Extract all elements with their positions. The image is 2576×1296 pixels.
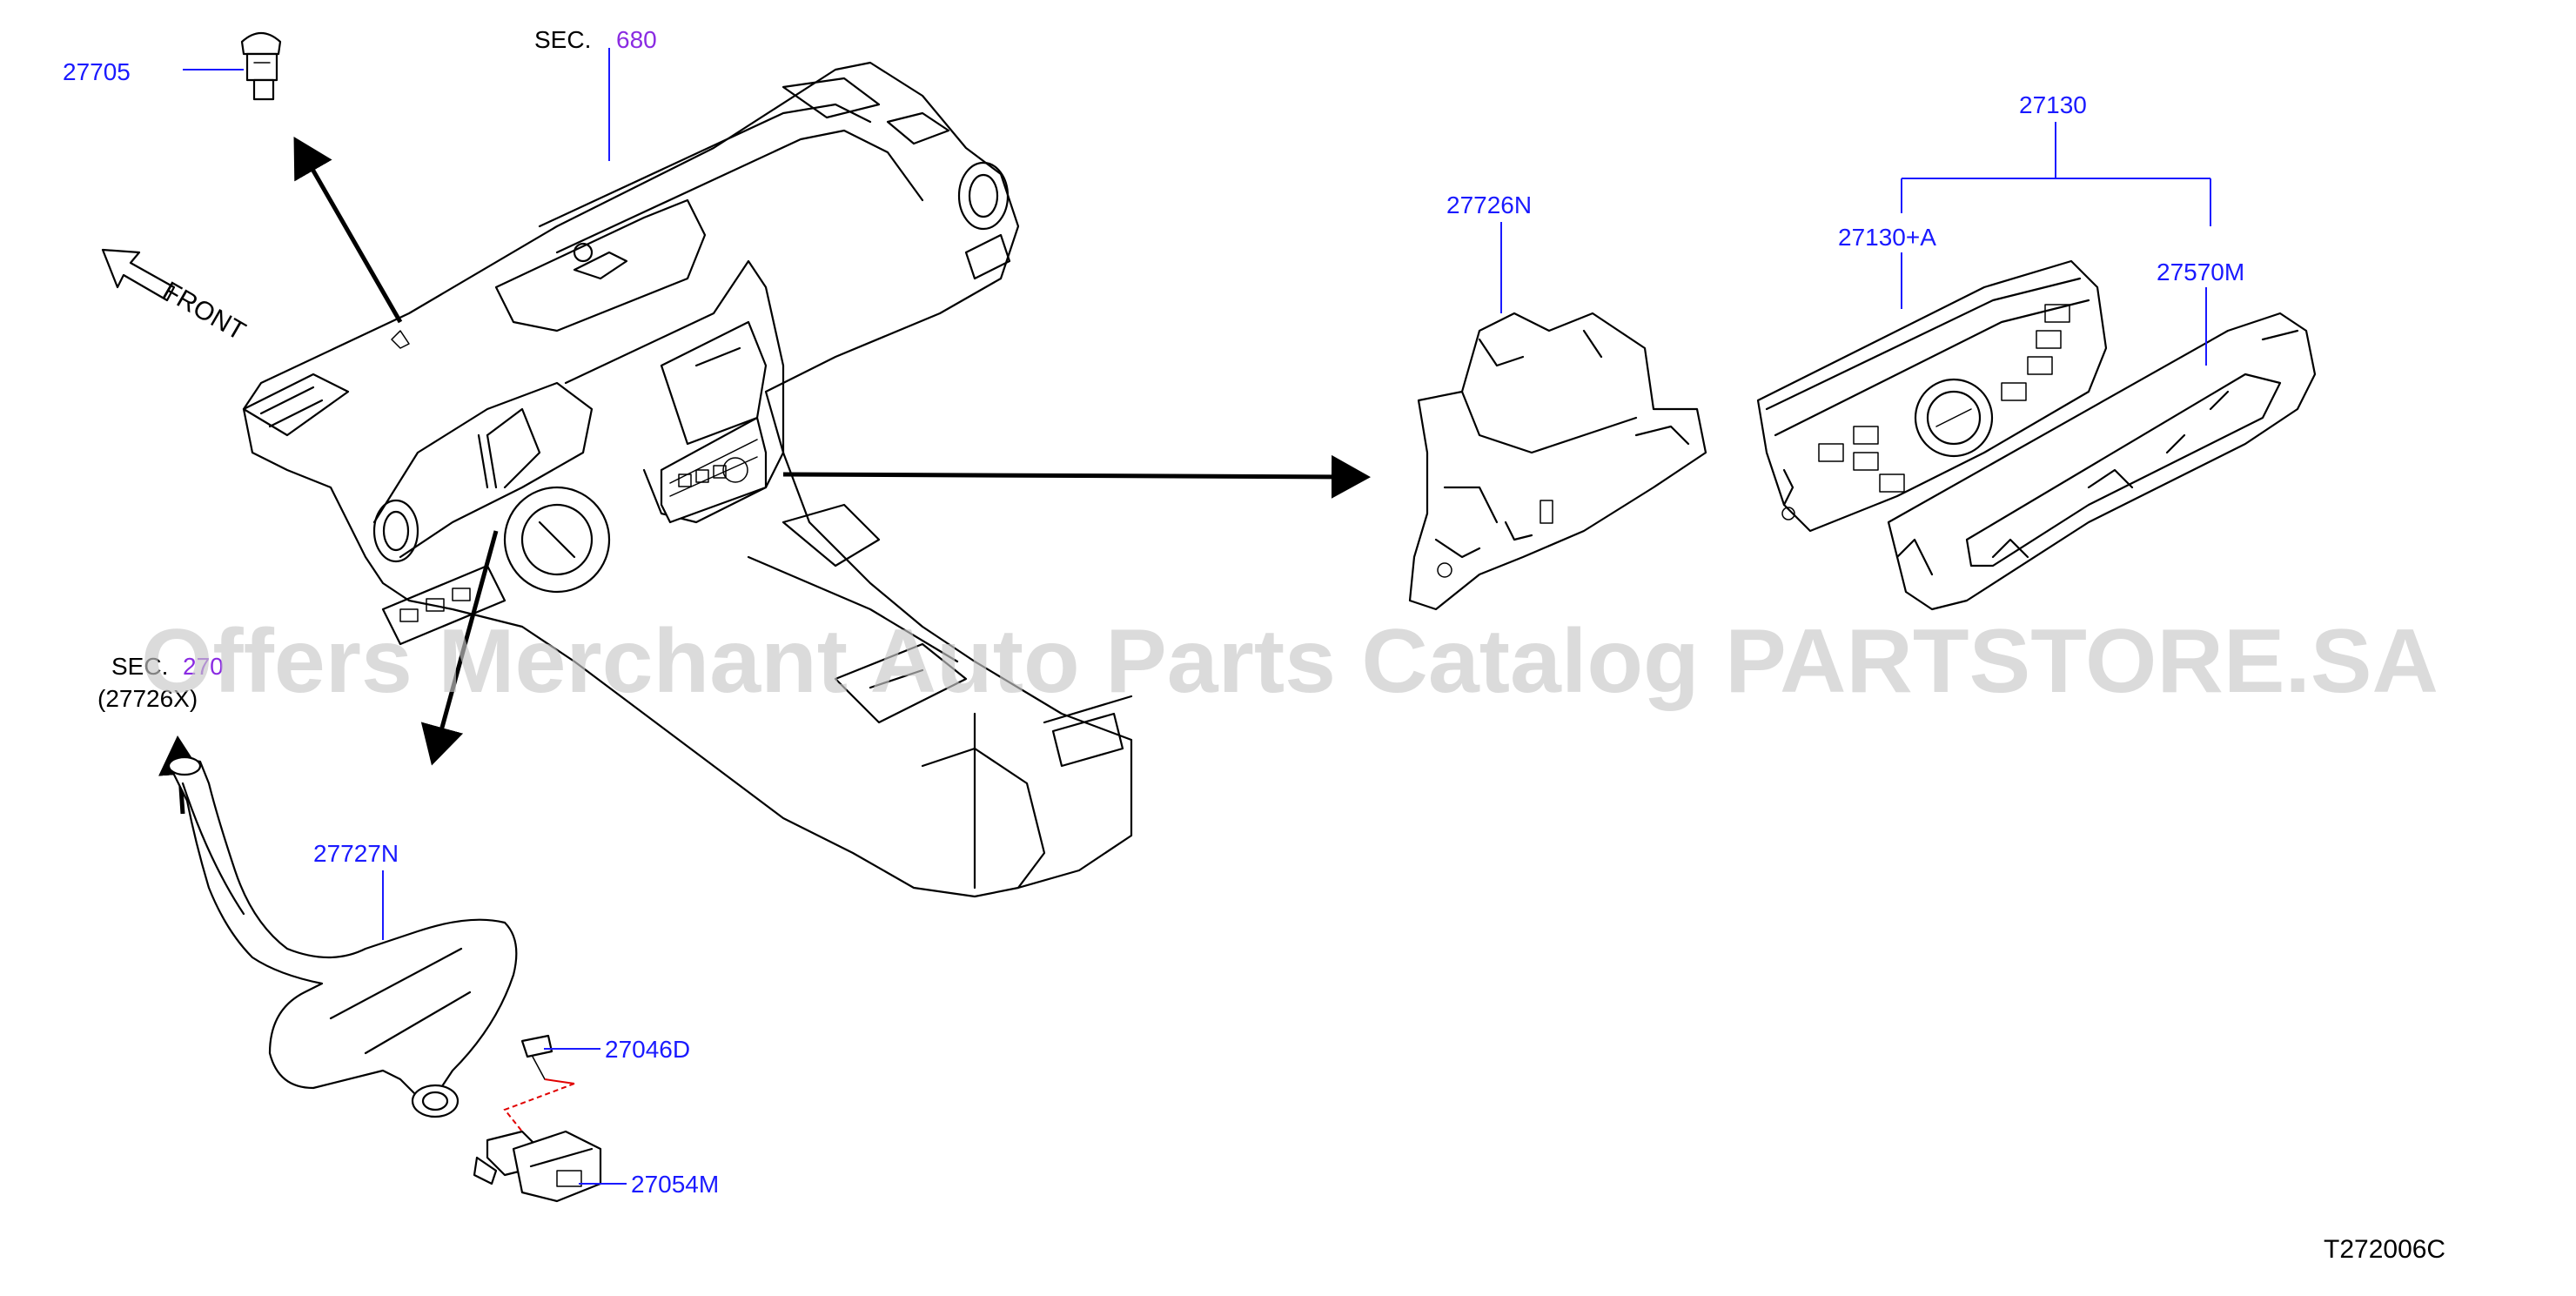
label-27130: 27130 (2019, 91, 2087, 118)
section-ref-270-subpart: (27726X) (97, 685, 198, 712)
part-27570m-finisher (1887, 312, 2317, 611)
label-27046d: 27046D (605, 1036, 690, 1063)
section-ref-680-prefix: SEC. (534, 26, 591, 53)
part-27726n-bracket (1408, 312, 1707, 611)
dashboard-illustration (242, 61, 1133, 898)
label-27570m: 27570M (2157, 259, 2244, 285)
label-27726n: 27726N (1446, 191, 1532, 218)
front-arrow-icon (101, 248, 176, 302)
section-ref-680-number: 680 (616, 26, 657, 53)
section-ref-270-prefix: SEC. (111, 653, 168, 680)
section-ref-270-number: 270 (183, 653, 224, 680)
label-27727n: 27727N (313, 840, 399, 867)
label-27054m: 27054M (631, 1171, 719, 1198)
part-27705-clip (240, 31, 282, 101)
front-label: FRONT (158, 276, 251, 346)
part-27054m-sensor (473, 1130, 602, 1203)
label-27705: 27705 (63, 58, 131, 85)
part-number-labels: 27705 SEC. 680 27130 27726N 27130+A 2757… (63, 26, 2445, 1264)
part-27727n-duct (167, 755, 518, 1118)
part-27130a-ac-control (1756, 259, 2108, 533)
drawing-code: T272006C (2324, 1235, 2445, 1264)
front-direction-indicator: FRONT (101, 248, 251, 346)
label-27130a: 27130+A (1838, 224, 1936, 251)
part-27046d-screw (503, 1034, 575, 1132)
leader-lines (183, 48, 2211, 1185)
watermark: Offers Merchant Auto Parts Catalog PARTS… (141, 611, 2438, 712)
